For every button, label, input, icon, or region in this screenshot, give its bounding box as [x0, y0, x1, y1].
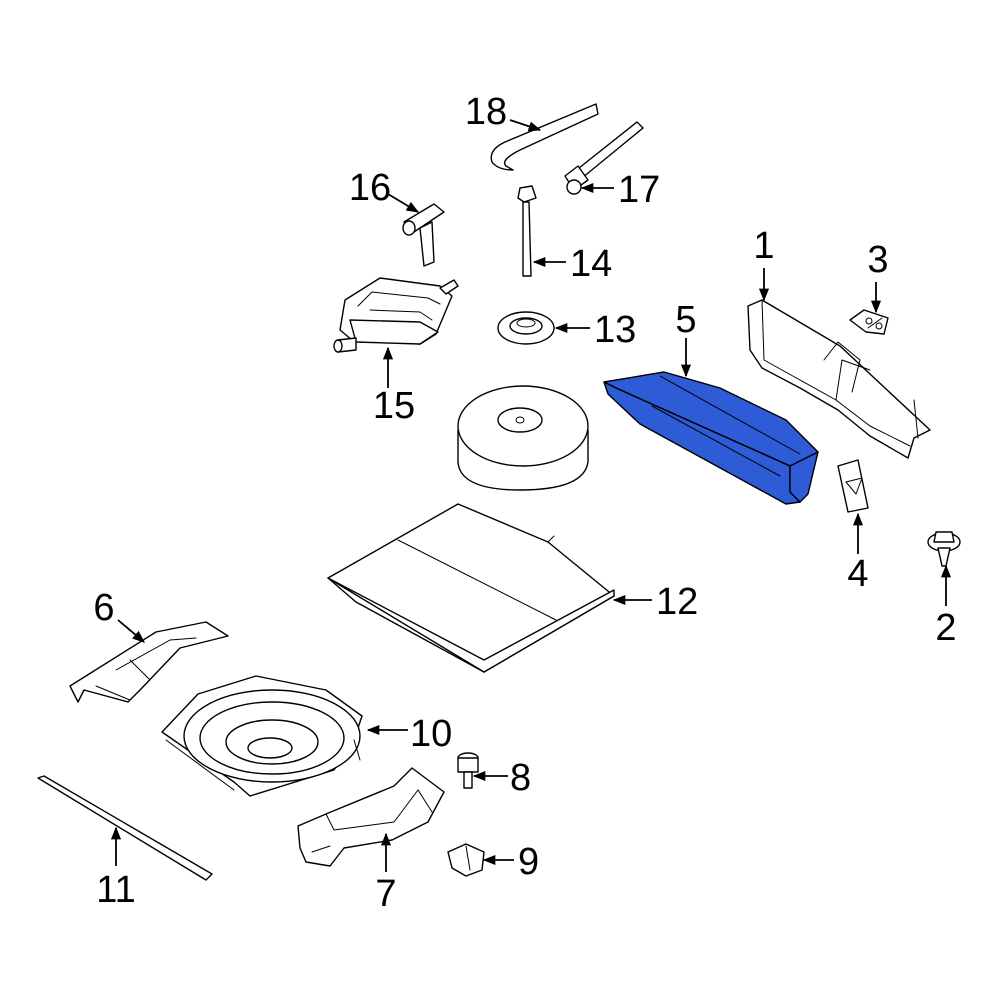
part-2-push-clip[interactable]: [927, 531, 961, 567]
callout-3: 3: [867, 239, 888, 281]
callout-18: 18: [465, 91, 507, 133]
part-8-bolt[interactable]: [457, 752, 479, 789]
part-10-tire-tray[interactable]: [161, 675, 363, 797]
part-1-trim-panel[interactable]: [747, 299, 931, 459]
part-16-handle[interactable]: [402, 203, 445, 267]
part-13-washer[interactable]: [497, 311, 555, 345]
callout-12: 12: [656, 581, 698, 623]
callout-16: 16: [349, 167, 391, 209]
part-14-bolt[interactable]: [517, 185, 537, 277]
leader-16: [387, 193, 420, 213]
part-5-cover-panel[interactable]: [603, 371, 819, 505]
callout-labels: 1 2 3 4 5 6 7 8 9 10 11 12 13 14 15 16 1…: [93, 91, 956, 915]
part-11-strip[interactable]: [37, 775, 213, 881]
callout-13: 13: [594, 309, 636, 351]
callout-9: 9: [518, 841, 539, 883]
leader-18: [509, 119, 542, 132]
callout-5: 5: [675, 299, 696, 341]
callout-10: 10: [410, 713, 452, 755]
leader-lines: [110, 119, 952, 872]
part-15-jack[interactable]: [333, 277, 459, 353]
part-3-clip[interactable]: [849, 309, 889, 335]
part-4-bracket[interactable]: [837, 459, 869, 513]
callout-17: 17: [618, 169, 660, 211]
callout-11: 11: [96, 869, 135, 911]
callout-8: 8: [510, 757, 531, 799]
part-12-floor-board[interactable]: [327, 503, 615, 673]
part-7-bracket[interactable]: [297, 767, 445, 867]
callout-7: 7: [375, 873, 396, 915]
spare-tire[interactable]: [457, 385, 589, 491]
callout-2: 2: [935, 607, 956, 649]
callout-6: 6: [93, 587, 114, 629]
callout-1: 1: [753, 225, 774, 267]
callout-14: 14: [570, 243, 612, 285]
callout-15: 15: [373, 385, 415, 427]
leader-6: [117, 619, 145, 643]
part-18-hook-rod[interactable]: [490, 103, 599, 171]
part-6-bracket[interactable]: [69, 621, 229, 703]
part-17-wrench-rod[interactable]: [564, 121, 644, 195]
callout-4: 4: [847, 553, 868, 595]
part-9-clip[interactable]: [447, 843, 485, 877]
